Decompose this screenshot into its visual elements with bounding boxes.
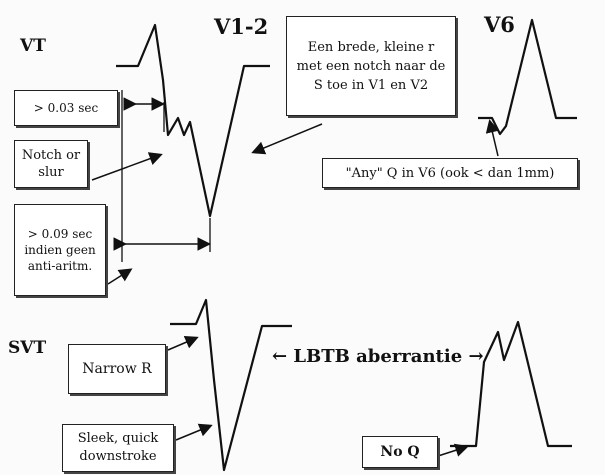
v6-heading: V6 [484, 12, 515, 37]
no-q-pointer-arrow [437, 443, 469, 457]
vt-heading: VT [20, 36, 46, 56]
no-q-text: No Q [380, 443, 420, 460]
narrow-r-text: Narrow R [82, 360, 152, 377]
narrow-r-callout: Narrow R [68, 344, 166, 394]
vt-v6-complex [478, 18, 577, 136]
sleek-downstroke-text: Sleek, quick downstroke [77, 431, 159, 464]
any-q-v6-callout: "Any" Q in V6 (ook < dan 1mm) [322, 158, 578, 188]
notch-pointer-arrow [91, 152, 163, 181]
duration-009-text: > 0.09 sec indien geen anti-aritm. [24, 227, 96, 273]
duration-003-text: > 0.03 sec [33, 100, 99, 115]
lbtb-text: LBTB aberrantie [293, 346, 463, 367]
duration-009-callout: > 0.09 sec indien geen anti-aritm. [14, 204, 106, 296]
narrow-r-pointer-arrow [167, 335, 199, 351]
right-arrow-icon: → [468, 346, 484, 367]
svt-v6-complex [450, 320, 572, 448]
any-q-pointer-arrow [485, 119, 499, 157]
any-q-v6-text: "Any" Q in V6 (ook < dan 1mm) [345, 165, 555, 181]
v1-2-heading: V1-2 [214, 14, 269, 39]
duration-009-pointer-arrow [107, 268, 133, 285]
vt-v1-2-complex [116, 23, 270, 218]
lbtb-label: ← LBTB aberrantie → [272, 346, 484, 367]
notch-slur-text: Notch or slur [21, 148, 81, 180]
svt-v1-2-complex [170, 298, 292, 472]
sleek-downstroke-callout: Sleek, quick downstroke [62, 424, 174, 472]
svt-heading: SVT [8, 338, 47, 358]
broad-r-callout: Een brede, kleine r met een notch naar d… [286, 16, 456, 116]
sleek-pointer-arrow [175, 423, 213, 441]
no-q-callout: No Q [362, 436, 438, 468]
duration-003-callout: > 0.03 sec [14, 90, 118, 126]
broad-r-pointer-arrow [251, 123, 323, 155]
broad-r-text: Een brede, kleine r met een notch naar d… [296, 39, 446, 93]
left-arrow-icon: ← [272, 346, 288, 367]
notch-slur-callout: Notch or slur [14, 140, 88, 188]
